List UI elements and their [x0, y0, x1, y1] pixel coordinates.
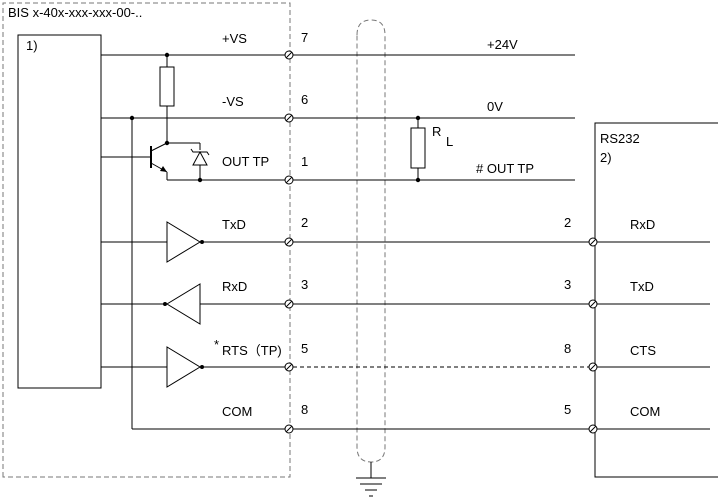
terminal-6: [284, 113, 294, 123]
out-pin: 1: [301, 154, 308, 169]
tx-driver: [166, 221, 201, 263]
cts-host-pin: 8: [564, 341, 571, 356]
com-label: COM: [222, 404, 252, 419]
txd-host-pin: 3: [564, 277, 571, 292]
rts-asterisk: *: [214, 337, 219, 352]
com-pin: 8: [301, 402, 308, 417]
device-internal-block: [17, 34, 102, 389]
load-resistor: [410, 127, 426, 169]
host-terminal-8: [588, 362, 598, 372]
rts-pin: 5: [301, 341, 308, 356]
vs-minus-pin: 6: [301, 92, 308, 107]
terminal-7: [284, 50, 294, 60]
txd-pin: 2: [301, 215, 308, 230]
load-resistor-label: R: [432, 124, 441, 139]
host-terminal-2: [588, 237, 598, 247]
txd-label: TxD: [222, 217, 246, 232]
host-block-label: 2): [600, 150, 612, 165]
device-title: BIS x-40x-xxx-xxx-00-..: [8, 5, 142, 20]
terminal-2: [284, 237, 294, 247]
rx-receiver: [166, 283, 201, 325]
terminal-3: [284, 299, 294, 309]
terminal-8: [284, 424, 294, 434]
cts-host-label: CTS: [630, 343, 656, 358]
rts-label: RTS（TP): [222, 343, 282, 358]
junction-dot: [164, 140, 170, 146]
host-title: RS232: [600, 131, 640, 146]
vs-plus-pin: 7: [301, 30, 308, 45]
ground-symbol: [356, 462, 386, 497]
zener-diode: [190, 143, 210, 180]
terminal-1: [284, 175, 294, 185]
rxd-pin: 3: [301, 277, 308, 292]
load-resistor-sub: L: [446, 134, 453, 149]
out-ext-label: # OUT TP: [476, 161, 534, 176]
pullup-resistor: [159, 66, 175, 107]
vs-plus-ext-label: +24V: [487, 37, 518, 52]
com-host-pin: 5: [564, 402, 571, 417]
device-block-label: 1): [26, 38, 38, 53]
host-box: [594, 122, 718, 478]
host-terminal-5: [588, 424, 598, 434]
vs-minus-ext-label: 0V: [487, 99, 503, 114]
rts-driver: [166, 346, 201, 388]
com-host-label: COM: [630, 404, 660, 419]
junction-dot: [197, 177, 203, 183]
output-transistor: [101, 142, 200, 180]
rxd-host-label: RxD: [630, 217, 655, 232]
host-terminal-3: [588, 299, 598, 309]
device-enclosure: [2, 2, 291, 478]
txd-host-label: TxD: [630, 279, 654, 294]
terminal-5: [284, 362, 294, 372]
rxd-host-pin: 2: [564, 215, 571, 230]
out-label: OUT TP: [222, 154, 269, 169]
rxd-label: RxD: [222, 279, 247, 294]
vs-plus-label: +VS: [222, 31, 247, 46]
cable-shield: [356, 19, 386, 463]
vs-minus-label: -VS: [222, 94, 244, 109]
